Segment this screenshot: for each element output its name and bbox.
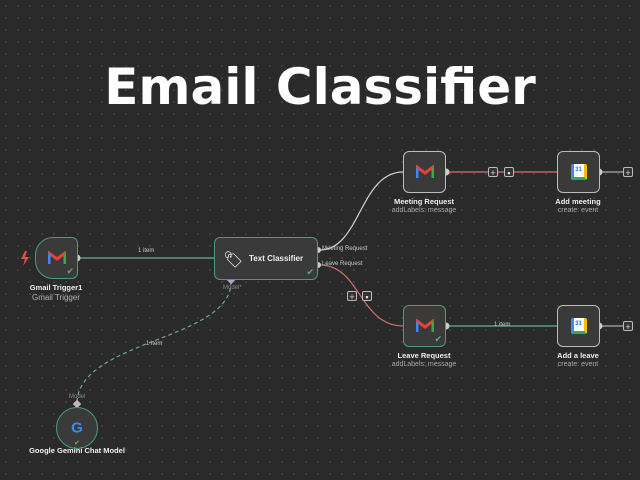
trigger-bolt-icon <box>21 251 29 266</box>
node-label: Add a leave <box>557 351 599 360</box>
success-check-icon: ✔ <box>66 266 74 276</box>
node-text-classifier[interactable]: 🏷 Text Classifier ✔ <box>214 237 318 280</box>
node-meeting-request[interactable] <box>403 151 446 193</box>
node-label: Add meeting <box>555 197 601 206</box>
port-label: Model <box>69 394 86 400</box>
add-node-button[interactable]: + <box>623 321 633 332</box>
success-check-icon: ✔ <box>306 267 314 277</box>
node-subtitle: create: event <box>557 207 599 214</box>
node-label: Google Gemini Chat Model <box>29 446 125 455</box>
edge-label: 1 item <box>494 322 511 328</box>
node-label: Leave Request <box>397 351 451 360</box>
google-calendar-icon: 31 <box>570 318 587 334</box>
gmail-icon <box>415 165 434 178</box>
node-subtitle: addLabels: message <box>391 207 457 214</box>
node-label: Gmail Trigger1 <box>29 283 83 292</box>
add-node-button[interactable]: + <box>347 291 357 302</box>
node-add-meeting[interactable]: 31 <box>557 151 600 193</box>
success-check-icon: ✔ <box>74 440 80 447</box>
node-leave-request[interactable]: ✔ <box>403 305 446 347</box>
node-label: Meeting Request <box>393 197 454 206</box>
output-label-meeting: Meeting Request <box>322 246 368 252</box>
google-calendar-icon: 31 <box>570 164 587 180</box>
node-label: Text Classifier <box>249 254 304 263</box>
delete-edge-button[interactable]: ▪ <box>362 291 372 302</box>
node-subtitle: Gmail Trigger <box>31 293 80 302</box>
model-output-port <box>72 399 82 409</box>
node-subtitle: create: event <box>557 361 599 368</box>
node-add-leave[interactable]: 31 <box>557 305 600 347</box>
node-gemini-chat-model[interactable]: G ✔ <box>56 407 98 449</box>
edge-label: 1 item <box>138 248 155 254</box>
edge-label: 1 item <box>146 341 163 347</box>
input-label-model: Model* <box>223 285 242 291</box>
edge-classifier-leave <box>319 264 404 327</box>
tag-icon: 🏷 <box>223 252 244 269</box>
output-label-leave: Leave Request <box>322 261 363 267</box>
delete-edge-button[interactable]: ▪ <box>504 167 514 178</box>
page-title: Email Classifier <box>104 58 536 116</box>
gmail-icon <box>415 319 434 332</box>
node-subtitle: addLabels: message <box>391 361 457 368</box>
edge-classifier-meeting <box>319 171 404 251</box>
gmail-icon <box>47 251 66 264</box>
add-node-button[interactable]: + <box>623 167 633 178</box>
google-g-icon: G <box>71 419 83 437</box>
success-check-icon: ✔ <box>434 334 442 344</box>
node-gmail-trigger[interactable]: ✔ <box>35 237 78 279</box>
add-node-button[interactable]: + <box>488 167 498 178</box>
edge-gemini-classifier <box>76 281 232 403</box>
